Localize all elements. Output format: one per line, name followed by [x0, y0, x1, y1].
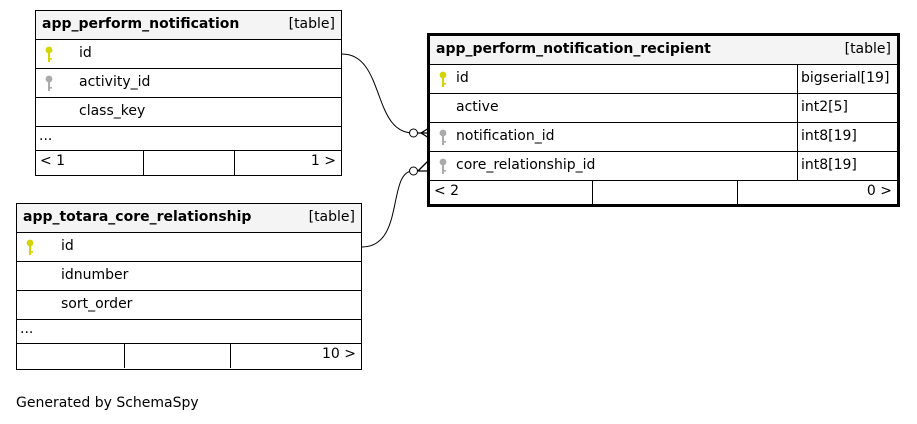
primary-key-icon	[44, 46, 54, 68]
column-name: notification_id	[456, 128, 555, 144]
column-row: id	[36, 40, 341, 69]
footer-middle-cell	[144, 151, 235, 175]
more-columns-row: ...	[17, 320, 361, 344]
ellipsis: ...	[20, 321, 34, 337]
children-cell[interactable]: 10 >	[231, 344, 361, 368]
children-count: 1 >	[310, 153, 336, 169]
connector-relationship-to-recipient	[361, 170, 414, 248]
connector-relationship-optional-end	[409, 166, 418, 176]
table-name: app_totara_core_relationship	[23, 209, 252, 225]
table-header: app_perform_notification [table]	[36, 11, 341, 40]
ellipsis: ...	[39, 128, 53, 144]
table-app-totara-core-relationship[interactable]: app_totara_core_relationship [table] id …	[16, 203, 362, 370]
footer-middle-cell	[125, 344, 231, 368]
parents-count: < 2	[434, 183, 460, 199]
connector-notification-to-recipient	[341, 53, 414, 134]
footer-middle-cell	[593, 181, 738, 205]
primary-key-icon	[25, 239, 35, 261]
table-header: app_totara_core_relationship [table]	[17, 204, 361, 233]
column-name: id	[456, 70, 469, 86]
column-row: active int2[5]	[430, 94, 897, 123]
foreign-key-icon	[438, 129, 448, 151]
table-app-perform-notification-recipient[interactable]: app_perform_notification_recipient [tabl…	[427, 33, 900, 207]
table-header: app_perform_notification_recipient [tabl…	[430, 36, 897, 65]
primary-key-icon	[438, 71, 448, 93]
column-row: sort_order	[17, 291, 361, 320]
table-app-perform-notification[interactable]: app_perform_notification [table] id acti…	[35, 10, 342, 176]
column-type: int2[5]	[801, 99, 848, 115]
column-row: id	[17, 233, 361, 262]
children-cell[interactable]: 1 >	[235, 151, 341, 175]
column-row: activity_id	[36, 69, 341, 98]
column-type: bigserial[19]	[801, 70, 890, 86]
children-cell[interactable]: 0 >	[738, 181, 897, 205]
column-divider	[797, 152, 798, 180]
parents-cell[interactable]	[17, 344, 125, 368]
column-name: sort_order	[61, 296, 133, 312]
column-row: core_relationship_id int8[19]	[430, 152, 897, 181]
column-divider	[797, 94, 798, 122]
column-name: active	[456, 99, 499, 115]
table-name: app_perform_notification	[42, 16, 240, 32]
children-count: 0 >	[866, 183, 892, 199]
column-divider	[797, 123, 798, 151]
column-name: id	[79, 45, 92, 61]
parents-count: < 1	[40, 153, 66, 169]
children-count: 10 >	[322, 346, 356, 362]
table-footer: < 1 1 >	[36, 151, 341, 175]
column-name: core_relationship_id	[456, 157, 596, 173]
parents-cell[interactable]: < 1	[36, 151, 144, 175]
column-row: idnumber	[17, 262, 361, 291]
column-name: class_key	[79, 103, 146, 119]
column-row: notification_id int8[19]	[430, 123, 897, 152]
column-name: id	[61, 238, 74, 254]
column-row: class_key	[36, 98, 341, 127]
column-type: int8[19]	[801, 128, 857, 144]
table-footer: 10 >	[17, 344, 361, 368]
connector-notification-optional-end	[409, 128, 418, 138]
table-kind: [table]	[308, 209, 355, 225]
column-row: id bigserial[19]	[430, 65, 897, 94]
parents-cell[interactable]: < 2	[430, 181, 593, 205]
generated-by-caption: Generated by SchemaSpy	[16, 395, 199, 411]
table-kind: [table]	[288, 16, 335, 32]
table-footer: < 2 0 >	[430, 181, 897, 205]
table-kind: [table]	[844, 41, 891, 57]
table-name: app_perform_notification_recipient	[436, 41, 711, 57]
more-columns-row: ...	[36, 127, 341, 151]
foreign-key-icon	[44, 75, 54, 97]
foreign-key-icon	[438, 158, 448, 180]
column-divider	[797, 65, 798, 93]
column-name: idnumber	[61, 267, 129, 283]
column-type: int8[19]	[801, 157, 857, 173]
column-name: activity_id	[79, 74, 151, 90]
